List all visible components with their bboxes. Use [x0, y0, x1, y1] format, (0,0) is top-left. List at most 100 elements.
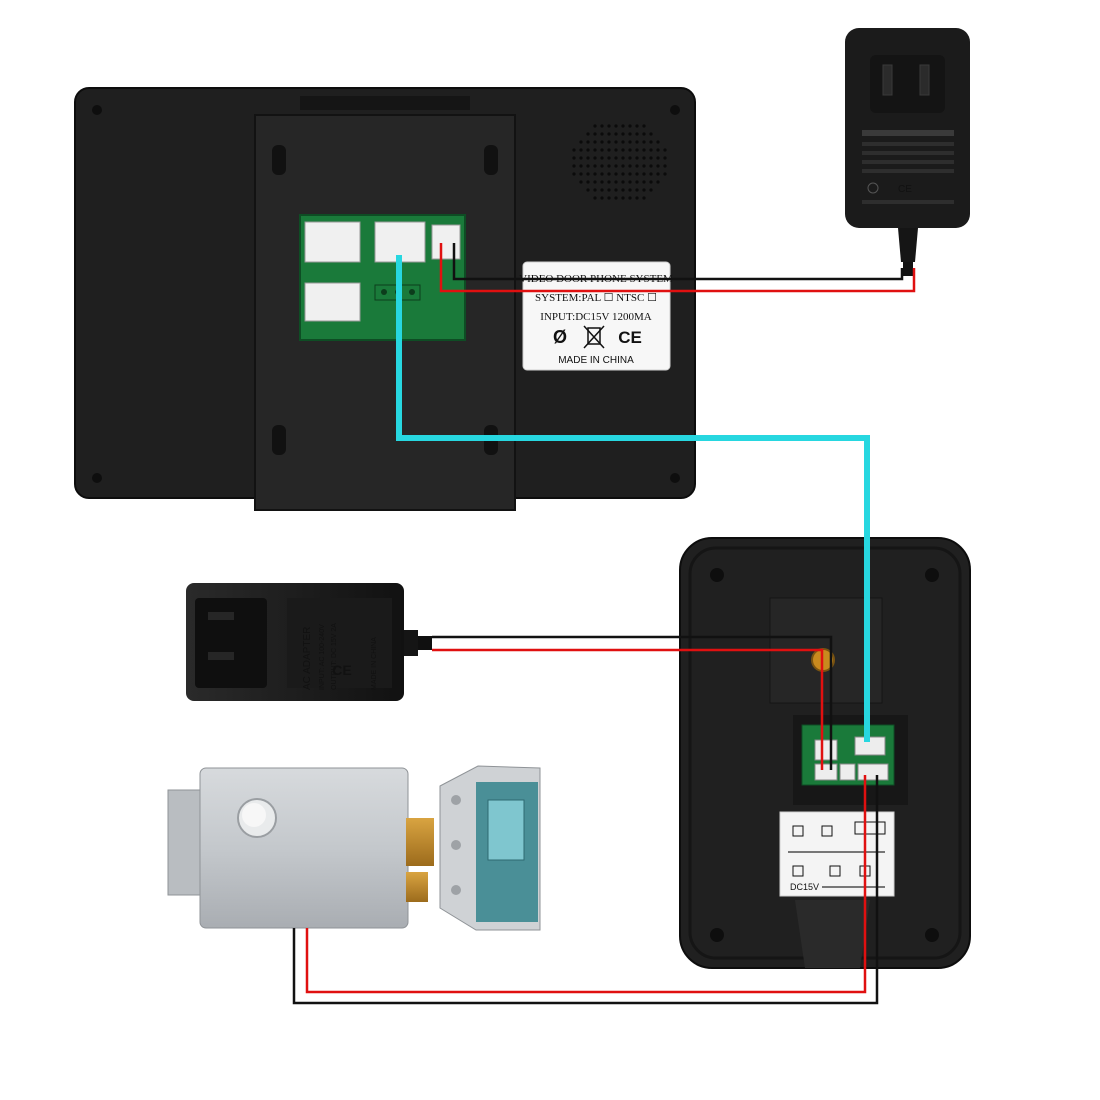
speaker-hole [614, 148, 618, 152]
speaker-hole [649, 164, 653, 168]
outdoor-wiring-label: DC15V [779, 811, 895, 897]
strike-plate [439, 765, 541, 931]
speaker-hole [614, 140, 618, 144]
electric-lock [167, 765, 541, 931]
speaker-hole [586, 156, 590, 160]
speaker-hole [607, 196, 611, 200]
speaker-hole [586, 140, 590, 144]
speaker-hole [572, 172, 576, 176]
adapter-top-marks: CE [898, 184, 912, 195]
speaker-hole [614, 172, 618, 176]
monitor-power-negative-wire [452, 243, 904, 281]
speaker-hole [649, 180, 653, 184]
speaker-hole [628, 164, 632, 168]
speaker-hole [649, 148, 653, 152]
speaker-hole [600, 140, 604, 144]
speaker-hole [649, 132, 653, 136]
speaker-hole [600, 180, 604, 184]
speaker-hole [593, 172, 597, 176]
outdoor-pcb [801, 724, 895, 786]
speaker-hole [649, 156, 653, 160]
speaker-hole [586, 164, 590, 168]
monitor-power-adapter: CE [845, 28, 970, 276]
speaker-hole [642, 148, 646, 152]
speaker-hole [628, 196, 632, 200]
cert-mark-right: CE [618, 328, 642, 347]
adapter-title: AC ADAPTER [302, 627, 313, 690]
speaker-hole [642, 156, 646, 160]
adapter-ce: CE [332, 662, 351, 678]
weee-bin-icon [583, 325, 605, 349]
outdoor-station: DC15V [679, 537, 971, 969]
monitor-pcb [299, 214, 466, 341]
speaker-hole [600, 124, 604, 128]
outdoor-label-dc: DC15V [790, 882, 819, 892]
speaker-hole [600, 132, 604, 136]
adapter-made-in: MADE IN CHINA [371, 637, 378, 690]
speaker-hole [600, 148, 604, 152]
speaker-hole [663, 148, 667, 152]
speaker-hole [607, 180, 611, 184]
speaker-hole [621, 180, 625, 184]
speaker-hole [642, 124, 646, 128]
speaker-hole [600, 156, 604, 160]
speaker-hole [572, 148, 576, 152]
speaker-hole [621, 148, 625, 152]
speaker-hole [607, 164, 611, 168]
speaker-hole [621, 156, 625, 160]
speaker-hole [621, 188, 625, 192]
speaker-hole [579, 180, 583, 184]
monitor-power-positive-wire [439, 243, 916, 293]
speaker-hole [642, 164, 646, 168]
speaker-hole [593, 164, 597, 168]
monitor-spec-label: VIDEO DOOR PHONE SYSTEM SYSTEM:PAL ☐ NTS… [519, 261, 673, 371]
speaker-hole [663, 164, 667, 168]
lock-power-negative-wire [432, 635, 833, 770]
speaker-hole [607, 188, 611, 192]
adapter-output: OUTPUT: DC 15V 2A [331, 623, 338, 690]
speaker-hole [656, 172, 660, 176]
speaker-hole [572, 156, 576, 160]
speaker-hole [600, 172, 604, 176]
speaker-hole [628, 172, 632, 176]
speaker-hole [635, 188, 639, 192]
wires [292, 243, 916, 1005]
speaker-hole [642, 196, 646, 200]
speaker-hole [586, 132, 590, 136]
speaker-hole [593, 132, 597, 136]
speaker-hole [607, 140, 611, 144]
speaker-hole [593, 188, 597, 192]
speaker-hole [593, 196, 597, 200]
speaker-hole [642, 172, 646, 176]
indoor-monitor: VIDEO DOOR PHONE SYSTEM SYSTEM:PAL ☐ NTS… [74, 87, 696, 511]
speaker-hole [572, 164, 576, 168]
speaker-hole [663, 156, 667, 160]
speaker-hole [635, 196, 639, 200]
speaker-hole [656, 148, 660, 152]
speaker-hole [642, 140, 646, 144]
speaker-hole [579, 172, 583, 176]
speaker-hole [586, 180, 590, 184]
speaker-hole [593, 124, 597, 128]
speaker-hole [628, 132, 632, 136]
speaker-hole [607, 156, 611, 160]
speaker-hole [635, 124, 639, 128]
speaker-hole [600, 164, 604, 168]
speaker-hole [614, 132, 618, 136]
speaker-hole [628, 148, 632, 152]
adapter-input: INPUT: AC 100-240V [319, 624, 326, 690]
speaker-hole [607, 172, 611, 176]
speaker-hole [663, 172, 667, 176]
lock-negative-wire [292, 775, 879, 1005]
cert-mark-left: Ø [553, 327, 567, 347]
speaker-hole [607, 148, 611, 152]
speaker-grille [572, 124, 667, 200]
speaker-hole [656, 156, 660, 160]
lock-positive-wire [305, 775, 867, 994]
speaker-hole [649, 188, 653, 192]
speaker-hole [614, 196, 618, 200]
speaker-hole [656, 164, 660, 168]
label-made-in: MADE IN CHINA [558, 355, 634, 366]
label-system: SYSTEM:PAL ☐ NTSC ☐ [535, 292, 657, 304]
speaker-hole [649, 140, 653, 144]
